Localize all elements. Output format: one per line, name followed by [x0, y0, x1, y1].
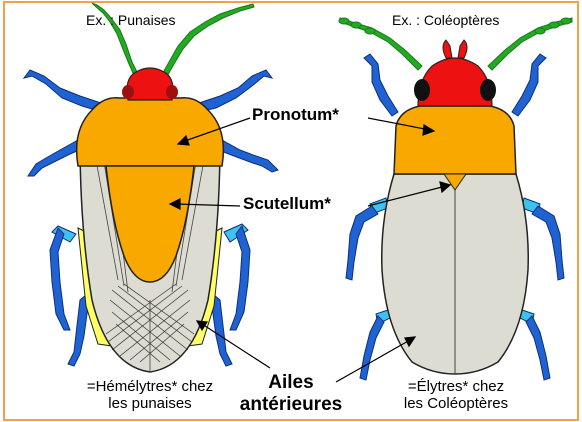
stink-bug-example-label: Ex. : Punaises	[86, 12, 176, 28]
beetle-eye-left	[414, 79, 430, 101]
stink-bug-eye-right	[166, 85, 178, 99]
beetle-example-label: Ex. : Coléoptères	[392, 12, 499, 28]
ailes-line2: antérieures	[226, 394, 356, 416]
hemelytra-caption-line2: les punaises	[52, 395, 248, 412]
beetle-pronotum	[394, 106, 516, 174]
stink-bug-head	[127, 68, 173, 100]
hemelytra-caption-line1: =Hémélytres* chez	[52, 378, 248, 395]
scutellum-label: Scutellum*	[243, 194, 331, 214]
elytra-caption: =Élytres* chez les Coléoptères	[376, 378, 536, 412]
elytra-caption-line1: =Élytres* chez	[376, 378, 536, 395]
ailes-line1: Ailes	[226, 372, 356, 394]
pronotum-label: Pronotum*	[252, 105, 339, 125]
beetle-eye-right	[480, 79, 496, 101]
hemelytra-caption: =Hémélytres* chez les punaises	[52, 378, 248, 412]
elytra-caption-line2: les Coléoptères	[376, 395, 536, 412]
stink-bug-eye-left	[122, 85, 134, 99]
stink-bug-pronotum	[77, 98, 224, 166]
ailes-anterieures-label: Ailes antérieures	[226, 372, 356, 416]
